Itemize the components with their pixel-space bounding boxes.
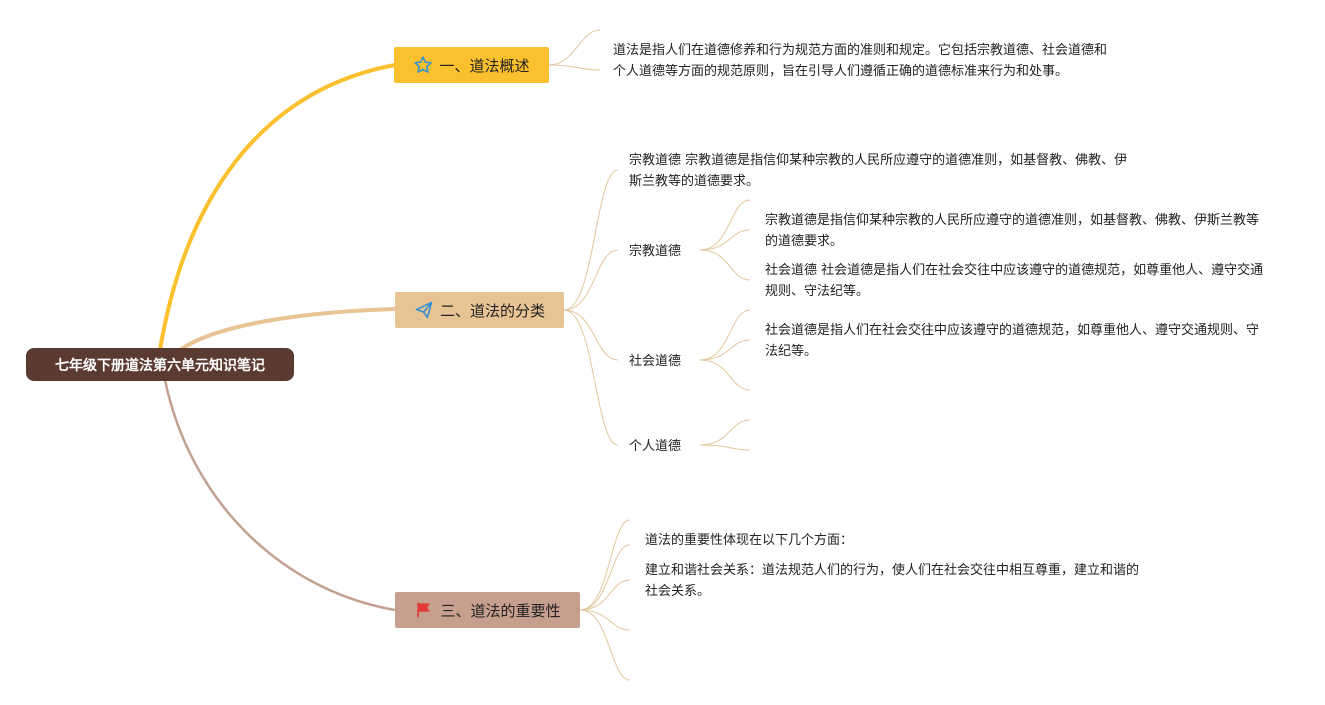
star-icon [414, 56, 433, 73]
social-morality-detail: 社会道德是指人们在社会交往中应该遵守的道德规范，如尊重他人、遵守交通规则、守法纪… [765, 323, 1260, 359]
red-flag-icon [417, 602, 431, 618]
branch-line-1 [158, 63, 396, 351]
branch-line-2 [178, 307, 396, 352]
social-morality-note: 社会道德 社会道德是指人们在社会交往中应该遵守的道德规范，如尊重他人、遵守交通规… [765, 263, 1264, 299]
importance-intro: 道法的重要性体现在以下几个方面： [645, 533, 854, 548]
overview-text: 道法是指人们在道德修养和行为规范方面的准则和规定。它包括宗教道德、社会道德和个人… [613, 43, 1108, 79]
social-morality-label[interactable]: 社会道德 [629, 354, 682, 369]
topic-label: 一、道法概述 [439, 56, 530, 75]
importance-item-1: 建立和谐社会关系：道法规范人们的行为，使人们在社会交往中相互尊重，建立和谐的社会… [645, 563, 1140, 599]
religious-morality-label[interactable]: 宗教道德 [629, 244, 682, 259]
classification-note: 宗教道德 宗教道德是指信仰某种宗教的人民所应遵守的道德准则，如基督教、佛教、伊斯… [629, 153, 1128, 189]
root-label: 七年级下册道法第六单元知识笔记 [55, 357, 265, 374]
topic-classification[interactable]: 二、道法的分类 [395, 292, 564, 328]
topic-label: 二、道法的分类 [439, 301, 545, 320]
branch-line-3 [163, 379, 396, 612]
paper-plane-icon [415, 301, 433, 319]
topic-importance[interactable]: 三、道法的重要性 [395, 592, 580, 628]
religious-morality-detail: 宗教道德是指信仰某种宗教的人民所应遵守的道德准则，如基督教、佛教、伊斯兰教等的道… [765, 213, 1260, 249]
topic-label: 三、道法的重要性 [440, 601, 561, 620]
root-node[interactable]: 七年级下册道法第六单元知识笔记 [26, 348, 294, 381]
link-overview [548, 29, 601, 66]
topic-overview[interactable]: 一、道法概述 [394, 47, 549, 83]
personal-morality-label[interactable]: 个人道德 [629, 439, 682, 454]
